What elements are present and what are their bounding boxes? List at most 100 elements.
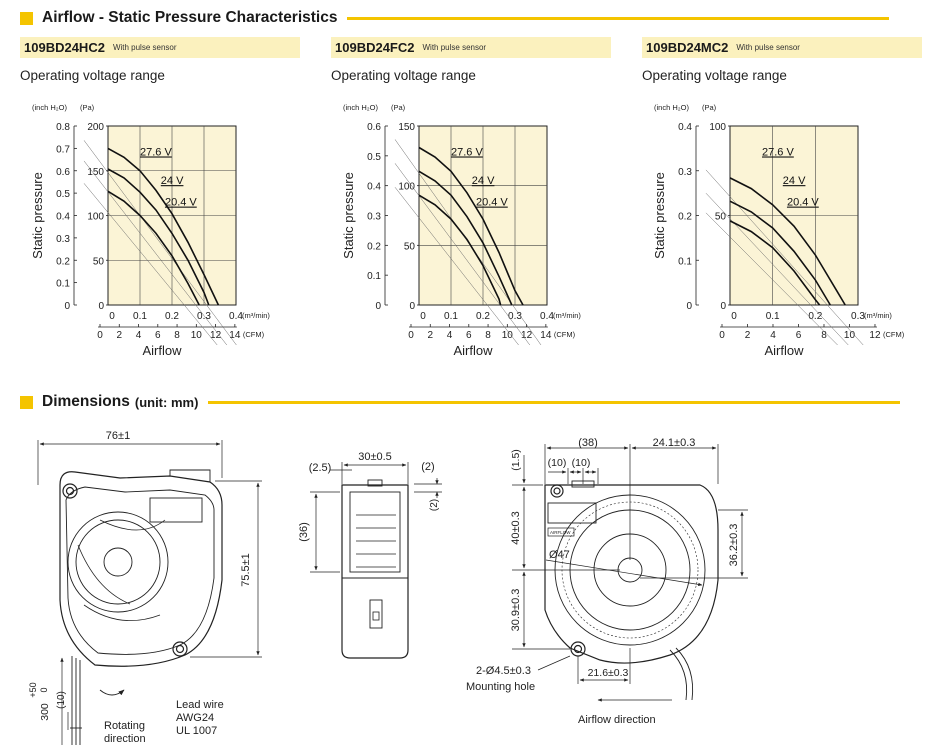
unit-m3min: (m³/min)	[553, 311, 581, 320]
inh2o-tick-label: 0.2	[678, 212, 692, 223]
pa-tick-label: 50	[404, 241, 416, 252]
unit-m3min: (m³/min)	[242, 311, 270, 320]
dim-side-36: (36)	[298, 522, 310, 542]
back-view	[544, 480, 719, 701]
cfm-tick-label: 2	[745, 330, 751, 341]
dimensions-title-text: Dimensions	[42, 393, 130, 410]
load-line	[705, 169, 864, 346]
unit-m3min: (m³/min)	[864, 311, 892, 320]
series-line	[418, 194, 502, 306]
inh2o-tick-label: 0	[686, 301, 692, 312]
dim-r-airflow: Airflow direction	[578, 714, 656, 726]
load-line	[83, 140, 237, 346]
y-axis-label: Static pressure	[652, 172, 667, 259]
cfm-tick-label: 8	[485, 330, 491, 341]
inh2o-tick-label: 0.5	[367, 152, 381, 163]
op-range-2: Operating voltage range	[331, 68, 476, 83]
unit-cfm: (CFM)	[883, 330, 905, 339]
dimensions-unit-text: (unit: mm)	[134, 394, 199, 410]
dim-lead-10: (10)	[56, 691, 67, 709]
unit-cfm: (CFM)	[243, 330, 265, 339]
airflow-section-title: Airflow - Static Pressure Characteristic…	[20, 7, 890, 29]
pa-tick-label: 100	[709, 122, 726, 133]
series-line	[418, 170, 513, 306]
dim-r-10a: (10)	[548, 457, 567, 469]
cfm-tick-label: 14	[229, 330, 241, 341]
unit-inh2o: (inch H₂O)	[32, 103, 68, 112]
pa-tick-label: 0	[409, 301, 415, 312]
dim-r-mount: Mounting hole	[466, 681, 535, 693]
cfm-tick-label: 2	[427, 330, 433, 341]
load-line	[394, 163, 531, 346]
rotating-text-1: Rotating	[104, 720, 145, 732]
model-sub-3: With pulse sensor	[736, 43, 800, 52]
series-label: 20.4 V	[165, 197, 197, 209]
model-sub-1: With pulse sensor	[112, 43, 177, 52]
load-line	[83, 183, 218, 346]
front-view	[59, 469, 223, 745]
cfm-tick-label: 0	[719, 330, 725, 341]
front-dimensions	[37, 440, 262, 745]
dim-r-hole: 2-Ø4.5±0.3	[476, 665, 531, 677]
series-line	[107, 190, 200, 306]
op-range-3: Operating voltage range	[642, 68, 787, 83]
unit-pa: (Pa)	[391, 103, 406, 112]
dim-r-38: (38)	[578, 437, 598, 449]
series-label: 24 V	[472, 175, 495, 187]
x-axis-label: Airflow	[453, 343, 493, 358]
cfm-tick-label: 4	[447, 330, 453, 341]
dim-r-label: AIRFLOW	[550, 530, 571, 535]
x-axis-label: Airflow	[764, 343, 804, 358]
dim-side-30: 30±0.5	[358, 451, 392, 463]
inh2o-tick-label: 0.1	[56, 279, 70, 290]
model-band-1: 109BD24HC2 With pulse sensor	[20, 37, 300, 58]
m3-tick-label: 0.3	[197, 311, 211, 322]
inh2o-tick-label: 0	[64, 301, 70, 312]
back-dimensions	[512, 444, 748, 702]
series-label: 20.4 V	[787, 197, 819, 209]
model-name-1: 109BD24HC2	[24, 40, 105, 55]
cfm-tick-label: 6	[466, 330, 472, 341]
series-label: 27.6 V	[451, 146, 483, 158]
unit-inh2o: (inch H₂O)	[654, 103, 690, 112]
pa-tick-label: 50	[93, 256, 105, 267]
cfm-tick-label: 4	[136, 330, 142, 341]
cfm-tick-label: 14	[540, 330, 552, 341]
side-view	[341, 479, 409, 659]
y-axis-label: Static pressure	[30, 172, 45, 259]
dim-r-15: (1.5)	[510, 449, 522, 471]
cfm-tick-label: 10	[844, 330, 856, 341]
cfm-tick-label: 0	[408, 330, 414, 341]
cfm-tick-label: 12	[869, 330, 881, 341]
dim-width-76: 76±1	[106, 430, 130, 442]
cfm-tick-label: 6	[155, 330, 161, 341]
dim-r-10b: (10)	[572, 457, 591, 469]
cfm-tick-label: 2	[116, 330, 122, 341]
inh2o-tick-label: 0.6	[56, 167, 70, 178]
leadwire-text-1: Lead wire	[176, 699, 224, 711]
inh2o-tick-label: 0.1	[367, 271, 381, 282]
series-label: 27.6 V	[762, 146, 794, 158]
side-dimensions	[310, 462, 442, 573]
series-label: 27.6 V	[140, 146, 172, 158]
cfm-tick-label: 10	[502, 330, 514, 341]
leadwire-text-2: AWG24	[176, 712, 214, 724]
dim-r-362: 36.2±0.3	[728, 524, 740, 567]
x-axis-label: Airflow	[142, 343, 182, 358]
cfm-tick-label: 12	[521, 330, 533, 341]
pa-tick-label: 150	[398, 122, 415, 133]
unit-pa: (Pa)	[80, 103, 95, 112]
series-line	[729, 220, 821, 306]
series-label: 24 V	[161, 175, 184, 187]
series-line	[418, 146, 524, 306]
m3-tick-label: 0.4	[229, 311, 243, 322]
m3-tick-label: 0.2	[808, 311, 822, 322]
inh2o-tick-label: 0.4	[56, 212, 70, 223]
dim-r-40: 40±0.3	[510, 511, 522, 545]
m3-tick-label: 0.1	[133, 311, 147, 322]
y-axis-label: Static pressure	[341, 172, 356, 259]
m3-tick-label: 0.1	[444, 311, 458, 322]
pa-tick-label: 150	[87, 167, 104, 178]
